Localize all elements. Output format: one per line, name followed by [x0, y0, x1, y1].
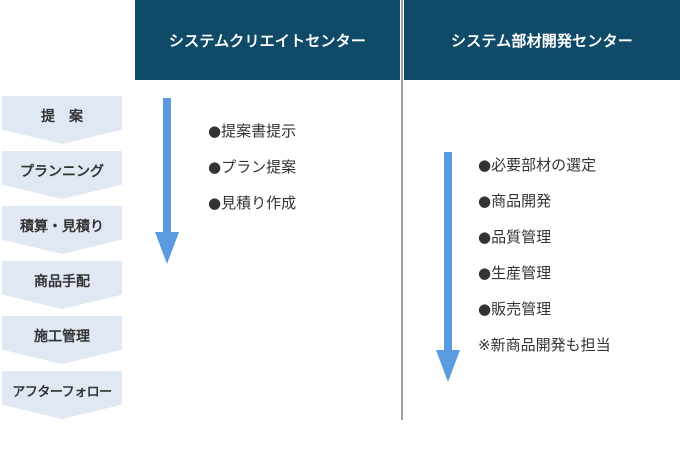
step-construction-management: 施工管理	[2, 316, 122, 364]
header-right-title: システム部材開発センター	[451, 31, 633, 50]
column-divider	[401, 0, 403, 420]
list-item: ●販売管理	[478, 300, 552, 318]
list-item: ●見積り作成	[208, 194, 297, 212]
step-procurement: 商品手配	[2, 261, 122, 309]
step-planning: プランニング	[2, 151, 122, 199]
step-label: 提 案	[41, 109, 83, 125]
step-label: アフターフォロー	[12, 385, 112, 400]
list-item: ●必要部材の選定	[478, 156, 597, 174]
arrow-head	[155, 232, 179, 264]
arrow-shaft	[163, 98, 171, 238]
list-item: ●生産管理	[478, 264, 552, 282]
step-estimate: 積算・見積り	[2, 206, 122, 254]
arrow-head	[436, 350, 460, 382]
arrow-shaft	[444, 152, 452, 356]
left-task-list: ●提案書提示 ●プラン提案 ●見積り作成	[208, 113, 296, 221]
down-arrow-icon	[436, 152, 460, 384]
step-label: 積算・見積り	[20, 219, 104, 235]
step-proposal: 提 案	[2, 96, 122, 144]
step-label: 商品手配	[34, 274, 90, 290]
header-left-title: システムクリエイトセンター	[168, 31, 367, 50]
header-system-materials-center: システム部材開発センター	[404, 0, 680, 80]
right-task-list: ●必要部材の選定 ●商品開発 ●品質管理 ●生産管理 ●販売管理 ※新商品開発も…	[478, 147, 611, 363]
list-item: ●商品開発	[478, 192, 552, 210]
down-arrow-icon	[155, 98, 179, 266]
step-label: プランニング	[20, 164, 104, 180]
step-after-follow: アフターフォロー	[2, 371, 122, 419]
step-label: 施工管理	[34, 329, 90, 345]
list-item: ●提案書提示	[208, 122, 297, 140]
header-system-create-center: システムクリエイトセンター	[135, 0, 400, 80]
process-steps: 提 案 プランニング 積算・見積り 商品手配 施工管理 アフターフォロー	[2, 96, 122, 426]
list-item: ●品質管理	[478, 228, 552, 246]
note-new-product-development: ※新商品開発も担当	[478, 336, 611, 354]
list-item: ●プラン提案	[208, 158, 297, 176]
